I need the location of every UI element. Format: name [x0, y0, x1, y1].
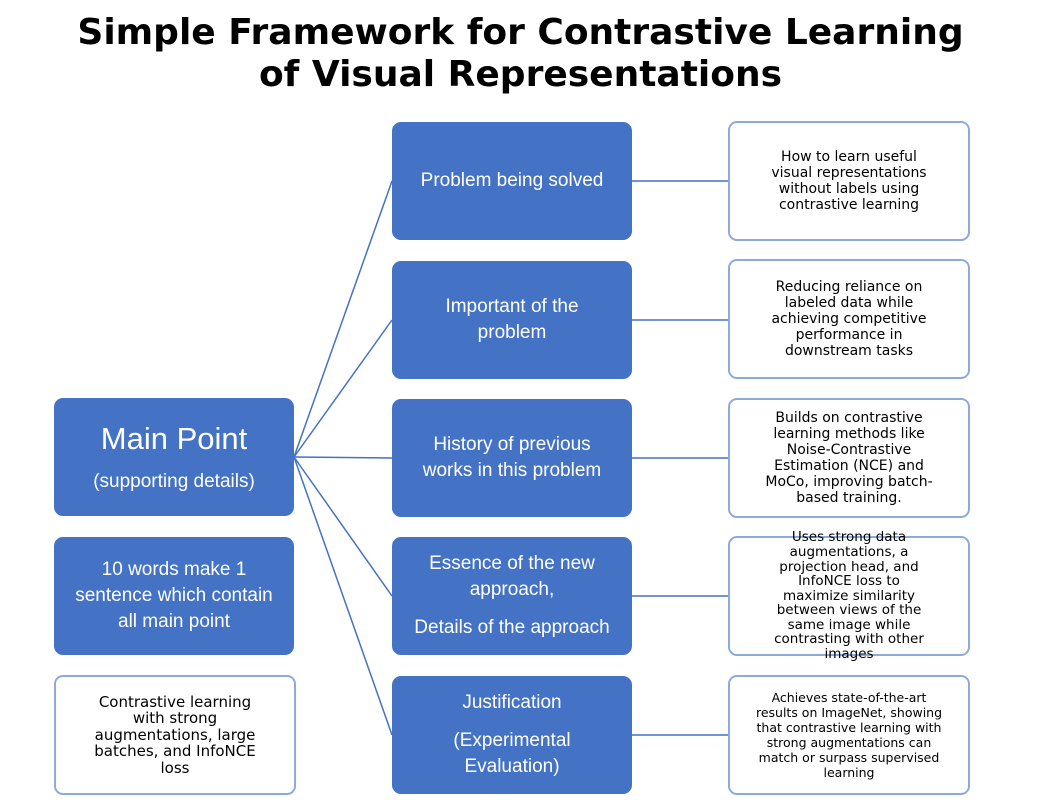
page-title: Simple Framework for Contrastive Learnin… [0, 12, 1041, 96]
detail-line: projection head, and [779, 558, 919, 575]
box-label-line: problem [477, 322, 547, 343]
box-label-line: Important of the [445, 296, 579, 317]
detail-line: labeled data while [784, 295, 914, 311]
detail-line: based training. [796, 490, 902, 506]
detail-line: contrasting with other [774, 631, 924, 648]
importance-box: Important of the problem [392, 261, 632, 379]
problem-detail-box: How to learn useful visual representatio… [728, 121, 970, 241]
box-label-line: (Experimental [453, 730, 571, 751]
importance-detail-box: Reducing reliance on labeled data while … [728, 259, 970, 379]
main-point-heading: Main Point [100, 421, 248, 456]
summary-line: Contrastive learning [98, 692, 252, 711]
detail-line: Noise-Contrastive [786, 442, 912, 458]
summary-sentence-box: Contrastive learning with strong augment… [54, 675, 296, 795]
detail-line: performance in [795, 327, 903, 343]
essence-detail-box: Uses strong data augmentations, a projec… [728, 530, 970, 661]
detail-line: InfoNCE loss to [798, 573, 900, 590]
detail-line: learning methods like [773, 426, 925, 442]
detail-line: MoCo, improving batch- [765, 474, 933, 490]
detail-line: match or surpass supervised [758, 750, 940, 765]
main-point-subheading: (supporting details) [93, 471, 255, 492]
ten-words-box: 10 words make 1 sentence which contain a… [54, 537, 294, 655]
detail-line: learning [823, 765, 875, 780]
history-box: History of previous works in this proble… [392, 399, 632, 517]
detail-line: contrastive learning [778, 197, 920, 213]
summary-line: augmentations, large [94, 725, 256, 744]
problem-being-solved-box: Problem being solved [392, 122, 632, 240]
justification-box: Justification (Experimental Evaluation) [392, 676, 632, 794]
detail-line: augmentations, a [789, 543, 909, 560]
detail-line: images [824, 646, 874, 663]
detail-line: Uses strong data [791, 529, 907, 546]
main-point-box: Main Point (supporting details) [54, 398, 294, 516]
detail-line: Builds on contrastive [775, 410, 923, 426]
summary-line: with strong [132, 709, 218, 728]
title-line: Simple Framework for Contrastive Learnin… [77, 12, 964, 53]
ten-words-line: 10 words make 1 [101, 559, 247, 580]
box-label-line: works in this problem [422, 460, 602, 481]
connector-main-to-justification [293, 456, 393, 736]
detail-line: same image while [787, 616, 911, 633]
summary-line: loss [160, 758, 190, 777]
box-label-line: Essence of the new [429, 553, 595, 574]
title-line: of Visual Representations [258, 54, 783, 95]
detail-line: maximize similarity [782, 587, 916, 604]
justification-detail-box: Achieves state-of-the-art results on Ima… [728, 675, 970, 795]
box-label-line: Details of the approach [414, 617, 610, 638]
detail-line: downstream tasks [784, 343, 914, 359]
detail-line: that contrastive learning with [756, 720, 942, 735]
history-detail-box: Builds on contrastive learning methods l… [728, 398, 970, 518]
box-label-line: Justification [462, 692, 562, 713]
connector-main-to-history [293, 456, 393, 459]
box-label-line: Evaluation) [464, 756, 560, 777]
detail-line: How to learn useful [781, 149, 917, 165]
connector-main-to-problem [293, 180, 393, 458]
box-label-line: History of previous [433, 434, 591, 455]
detail-line: achieving competitive [771, 311, 927, 327]
detail-line: strong augmentations can [766, 735, 932, 750]
connector-main-to-importance [293, 319, 393, 458]
detail-line: between views of the [776, 602, 922, 619]
box-label-line: approach, [469, 579, 555, 600]
detail-line: without labels using [778, 181, 920, 197]
connector-main-to-essence [293, 456, 393, 597]
detail-line: Achieves state-of-the-art [771, 690, 927, 705]
summary-line: batches, and InfoNCE [94, 742, 256, 761]
detail-line: Estimation (NCE) and [774, 458, 924, 474]
detail-line: visual representations [771, 165, 927, 181]
box-label-line: Problem being solved [420, 170, 604, 191]
ten-words-line: all main point [118, 611, 230, 632]
ten-words-line: sentence which contain [75, 585, 273, 606]
detail-line: results on ImageNet, showing [755, 705, 943, 720]
essence-box: Essence of the new approach, Details of … [392, 537, 632, 655]
detail-line: Reducing reliance on [775, 279, 923, 295]
